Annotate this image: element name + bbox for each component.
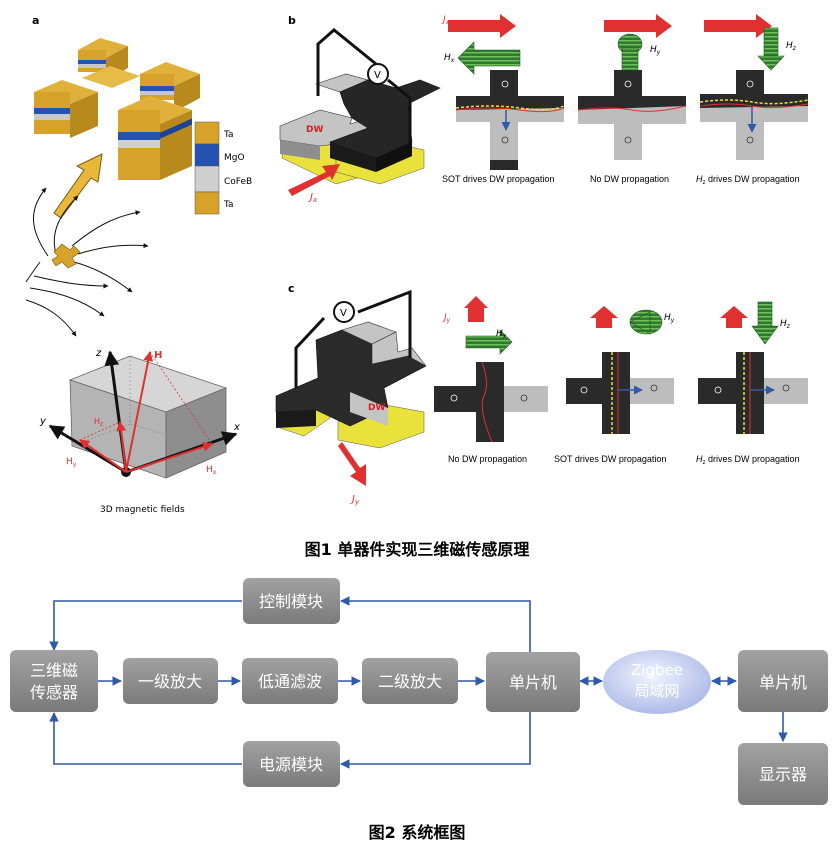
figure2-block-diagram: 三维磁 传感器 一级放大 低通滤波 二级放大 单片机 Zigbee 局域网 单片… [10,578,828,805]
block-power-label: 电源模块 [259,755,323,774]
block-amp1-label: 一级放大 [138,672,202,691]
block-mcu2: 单片机 [738,650,828,712]
block-mcu2-label: 单片机 [759,673,807,692]
field-h-label: H [154,350,162,361]
b1-top-label: Jx [441,15,450,26]
block-sensor: 三维磁 传感器 [10,650,98,712]
b-cross-2: Hy [577,14,687,160]
block-display-label: 显示器 [759,765,807,784]
small-device [51,243,81,269]
panel-label-a: a [32,14,39,27]
current-jx-label: Jx [308,192,318,204]
c1-mid-label: Hx [496,329,507,340]
dw-label-b: DW [306,125,323,135]
arrow-power-sensor [49,712,242,765]
c-row: Jy Hx Hy [434,296,808,466]
axis-y-label: y [39,416,47,427]
b-cross-1: Jx Hx [441,14,565,170]
block-power: 电源模块 [243,741,340,787]
b2-mid-label: Hy [650,45,661,56]
figure1-caption: 图1 单器件实现三维磁传感原理 [305,540,530,559]
block-filter-label: 低通滤波 [258,672,322,691]
axis-z-label: z [95,348,102,359]
layer-label-ta-bottom: Ta [223,200,234,210]
b-row: Jx Hx Hy [441,14,809,186]
c1-top-label: Jy [442,313,451,324]
b1-mid-label: Hx [444,53,455,64]
arrow-mcu1-power [340,712,531,769]
layer-label-mgo: MgO [224,153,245,163]
block-zigbee: Zigbee 局域网 [603,650,711,714]
stacked-cross-device [34,38,200,180]
voltmeter-b [367,63,389,85]
layer-legend: Ta MgO CoFeB Ta [194,121,252,215]
block-mcu1-label: 单片机 [509,673,557,692]
field-hz-label: Hz [94,417,103,428]
layer-label-ta-top: Ta [223,130,234,140]
block-amp2: 二级放大 [362,658,458,704]
axis-x-label: x [233,422,240,433]
block-control-label: 控制模块 [259,592,323,611]
figure1-panel: a b c [8,6,826,521]
b-caption-1: SOT drives DW propagation [442,174,554,184]
voltmeter-b-label: V [374,70,381,81]
c3-mid-label: Hz [780,319,791,330]
field-hy-label: Hy [66,457,77,468]
c-cross-1: Jy Hx [434,296,548,443]
c2-mid-label: Hy [664,313,675,324]
block-zigbee-line1: Zigbee [631,661,683,679]
block-amp1: 一级放大 [123,658,218,704]
block-zigbee-line2: 局域网 [634,682,679,700]
c-cross-3: Hz [698,301,808,434]
device-c: DW V Jy [275,289,427,506]
voltmeter-c [333,301,355,323]
layer-label-cofeb: CoFeB [224,177,252,187]
block-filter: 低通滤波 [242,658,338,704]
current-jy-label: Jy [350,494,360,506]
b-cross-3: Hz [699,14,809,160]
connectors [49,596,788,769]
voltmeter-c-label: V [340,308,347,319]
block-sensor-line2: 传感器 [30,683,78,702]
b-caption-2: No DW propagation [590,174,669,184]
arrow-mcu1-control [340,596,531,652]
panel-label-b: b [288,14,296,27]
zoom-arrow [53,153,103,219]
block-mcu1: 单片机 [486,652,580,712]
dw-label-c: DW [368,403,385,413]
c-cross-2: Hy [566,306,675,434]
caption-3d-fields: 3D magnetic fields [100,505,185,515]
b-caption-3: Hz drives DW propagation [696,174,800,186]
arrow-control-sensor [49,600,242,651]
c-caption-2: SOT drives DW propagation [554,454,666,464]
panel-label-c: c [288,282,295,295]
field-lines [25,187,149,337]
block-control: 控制模块 [243,578,340,624]
b3-mid-label: Hz [786,41,797,52]
block-display: 显示器 [738,743,828,805]
device-b: DW V Jx [279,28,441,204]
block-sensor-line1: 三维磁 [30,661,78,680]
field-hx-label: Hx [206,465,217,476]
c-caption-1: No DW propagation [448,454,527,464]
c-caption-3: Hz drives DW propagation [696,454,800,466]
figure2-caption: 图2 系统框图 [369,823,466,842]
block-amp2-label: 二级放大 [378,672,442,691]
magnetic-field-cube: z y x H Hz Hy Hx 3D magnetic fields [39,348,240,515]
